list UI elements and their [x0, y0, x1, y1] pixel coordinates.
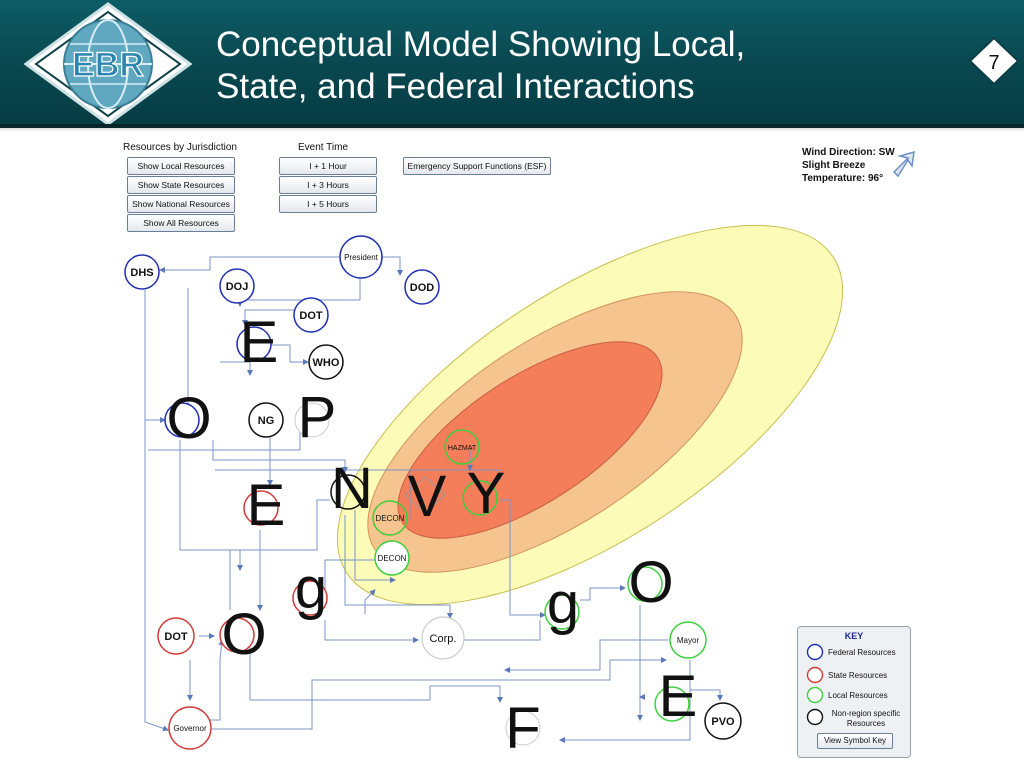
- slide-number: 7: [988, 52, 999, 74]
- time-5-hours-button[interactable]: I + 5 Hours: [279, 195, 377, 213]
- node-who[interactable]: WHO: [308, 344, 344, 380]
- state-swatch: [806, 666, 824, 684]
- node-e1[interactable]: E: [236, 310, 279, 375]
- node-f[interactable]: F: [505, 696, 540, 761]
- node-label: Mayor: [677, 636, 700, 645]
- show-all-resources-button[interactable]: Show All Resources: [127, 214, 235, 232]
- node-letter: P: [298, 385, 337, 450]
- key-state-label: State Resources: [828, 671, 887, 680]
- node-o3[interactable]: O: [219, 602, 267, 667]
- node-label: NG: [258, 415, 275, 427]
- node-e3[interactable]: E: [654, 664, 698, 729]
- nonregion-swatch: [806, 708, 824, 726]
- node-label: PVO: [711, 716, 735, 728]
- banner-shadow: [0, 124, 1024, 132]
- logo-text: EBR: [72, 46, 144, 84]
- zone-inner: [397, 341, 663, 539]
- view-symbol-key-button[interactable]: View Symbol Key: [817, 733, 893, 749]
- node-governor[interactable]: Governor: [168, 706, 212, 750]
- slide-title: Conceptual Model Showing Local, State, a…: [216, 25, 746, 106]
- show-national-resources-button[interactable]: Show National Resources: [127, 195, 235, 213]
- node-letter: Y: [467, 461, 506, 526]
- node-letter: g: [295, 556, 327, 621]
- node-label: DOT: [299, 310, 323, 322]
- node-letter: F: [505, 696, 540, 761]
- node-letter: O: [166, 386, 211, 451]
- event-time-label: Event Time: [298, 142, 349, 153]
- header-graphics: EBR 7: [23, 2, 1020, 124]
- node-decon-1[interactable]: DECON: [372, 500, 408, 536]
- impact-zones: [336, 224, 844, 606]
- node-dot-state[interactable]: DOT: [157, 617, 195, 655]
- wind-direction-arrow-icon: [892, 150, 915, 178]
- node-doj[interactable]: DOJ: [219, 268, 255, 304]
- node-dhs[interactable]: DHS: [124, 254, 160, 290]
- zone-middle: [367, 291, 743, 573]
- node-label: WHO: [313, 357, 340, 369]
- node-dot-federal[interactable]: DOT: [293, 297, 329, 333]
- node-label: DECON: [378, 554, 407, 563]
- node-ng[interactable]: NG: [248, 402, 284, 438]
- time-1-hour-button[interactable]: I + 1 Hour: [279, 157, 377, 175]
- node-mayor[interactable]: Mayor: [669, 621, 707, 659]
- node-p[interactable]: P: [294, 385, 337, 450]
- node-label: President: [344, 253, 379, 262]
- node-letter: N: [331, 456, 373, 521]
- node-y[interactable]: Y: [462, 461, 506, 526]
- node-label: DOD: [410, 282, 435, 294]
- node-letter: E: [659, 664, 698, 729]
- node-president[interactable]: President: [339, 235, 383, 279]
- node-label: Governor: [173, 724, 207, 733]
- jurisdiction-label: Resources by Jurisdiction: [123, 142, 237, 153]
- key-federal-label: Federal Resources: [828, 648, 896, 657]
- node-label: DOJ: [226, 281, 249, 293]
- node-label: DOT: [164, 631, 188, 643]
- slide-number-badge: 7: [968, 36, 1020, 86]
- legend-key: KEY Federal Resources State Resources Lo…: [797, 626, 911, 758]
- federal-swatch: [806, 643, 824, 661]
- node-g2[interactable]: g: [544, 571, 580, 636]
- time-3-hours-button[interactable]: I + 3 Hours: [279, 176, 377, 194]
- node-o2[interactable]: O: [627, 550, 674, 615]
- node-letter: E: [240, 310, 279, 375]
- node-letter: V: [408, 464, 447, 529]
- show-state-resources-button[interactable]: Show State Resources: [127, 176, 235, 194]
- node-label: Corp.: [430, 633, 457, 645]
- node-pvo[interactable]: PVO: [704, 702, 742, 740]
- weather-info: Wind Direction: SW Slight Breeze Tempera…: [802, 147, 895, 184]
- node-corp[interactable]: Corp.: [421, 616, 465, 660]
- node-label: HAZMAT: [448, 445, 477, 452]
- node-hazmat[interactable]: HAZMAT: [444, 429, 480, 465]
- key-nonregion-label: Non-region specific Resources: [831, 709, 901, 728]
- node-n[interactable]: N: [330, 456, 373, 521]
- node-letter: E: [247, 473, 286, 538]
- node-letter: g: [547, 571, 579, 636]
- connector-lines: [144, 256, 723, 743]
- ebr-logo: EBR: [23, 2, 193, 124]
- node-decon-2[interactable]: DECON: [374, 540, 410, 576]
- node-letter: O: [221, 602, 266, 667]
- node-label: DECON: [376, 514, 405, 523]
- local-swatch: [806, 686, 824, 704]
- node-letter: O: [628, 550, 673, 615]
- key-local-label: Local Resources: [828, 691, 888, 700]
- node-label: DHS: [130, 267, 153, 279]
- node-e2[interactable]: E: [243, 473, 286, 538]
- show-local-resources-button[interactable]: Show Local Resources: [127, 157, 235, 175]
- esf-button[interactable]: Emergency Support Functions (ESF): [403, 157, 551, 175]
- node-g1[interactable]: g: [292, 556, 328, 621]
- node-dod[interactable]: DOD: [404, 269, 440, 305]
- node-v[interactable]: V: [404, 464, 447, 529]
- node-o1[interactable]: O: [164, 386, 212, 451]
- zone-outer: [336, 224, 844, 606]
- key-title: KEY: [845, 631, 864, 641]
